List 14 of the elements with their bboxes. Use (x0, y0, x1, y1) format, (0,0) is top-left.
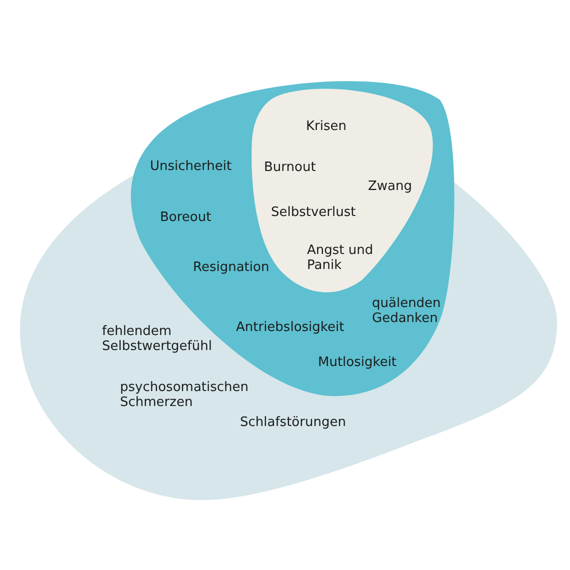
area-label: Antriebslosigkeit (236, 320, 346, 335)
area-label: Angst und Panik (307, 243, 374, 273)
area-label: Schlafstörungen (240, 415, 347, 430)
area-label: Unsicherheit (150, 159, 233, 174)
area-label: Burnout (264, 160, 317, 175)
area-label: Selbstverlust (271, 205, 357, 220)
area-label: quälenden Gedanken (372, 296, 442, 326)
area-label: psychosomatischen Schmerzen (120, 380, 250, 410)
area-label: Krisen (306, 119, 348, 134)
area-label: Boreout (160, 210, 212, 225)
area-label: Mutlosigkeit (318, 355, 398, 370)
area-label: Resignation (193, 260, 270, 275)
area-label: fehlendem Selbstwertgefühl (102, 324, 213, 354)
area-label: Zwang (368, 179, 413, 194)
